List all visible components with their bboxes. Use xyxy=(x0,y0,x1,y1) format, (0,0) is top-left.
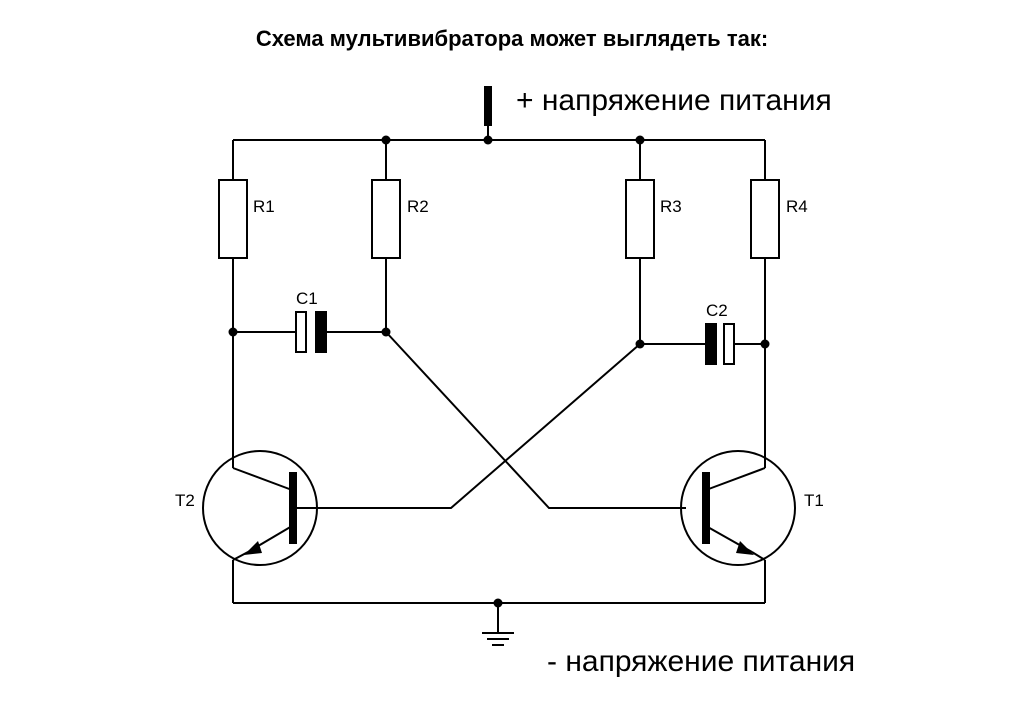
label-t2: T2 xyxy=(175,491,195,510)
transistor-t1-base xyxy=(702,472,710,544)
transistor-t1-emitter-arrow xyxy=(736,541,754,555)
label-r4: R4 xyxy=(786,197,808,216)
cross-wire-2 xyxy=(293,343,641,509)
transistor-t1-body xyxy=(680,450,796,566)
capacitor-c2-plate-filled xyxy=(705,323,717,365)
cross-wire-1 xyxy=(385,331,686,509)
resistor-r2 xyxy=(371,179,401,259)
capacitor-c1-plate-open xyxy=(295,311,307,353)
resistor-r1 xyxy=(218,179,248,259)
transistor-t2-emitter-arrow xyxy=(244,541,262,555)
resistor-r3 xyxy=(625,179,655,259)
label-c2: C2 xyxy=(706,301,728,320)
supply-minus-label: - напряжение питания xyxy=(547,645,855,678)
page-title: Схема мультивибратора может выглядеть та… xyxy=(255,26,769,51)
label-t1: T1 xyxy=(804,491,824,510)
resistor-r4 xyxy=(750,179,780,259)
label-r1: R1 xyxy=(253,197,275,216)
label-r2: R2 xyxy=(407,197,429,216)
label-r3: R3 xyxy=(660,197,682,216)
capacitor-c1-plate-filled xyxy=(315,311,327,353)
label-c1: C1 xyxy=(296,289,318,308)
supply-plus-label: + напряжение питания xyxy=(516,84,832,117)
capacitor-c2-plate-open xyxy=(723,323,735,365)
transistor-t2-body xyxy=(202,450,318,566)
supply-terminal xyxy=(484,86,492,126)
transistor-t2-base xyxy=(289,472,297,544)
